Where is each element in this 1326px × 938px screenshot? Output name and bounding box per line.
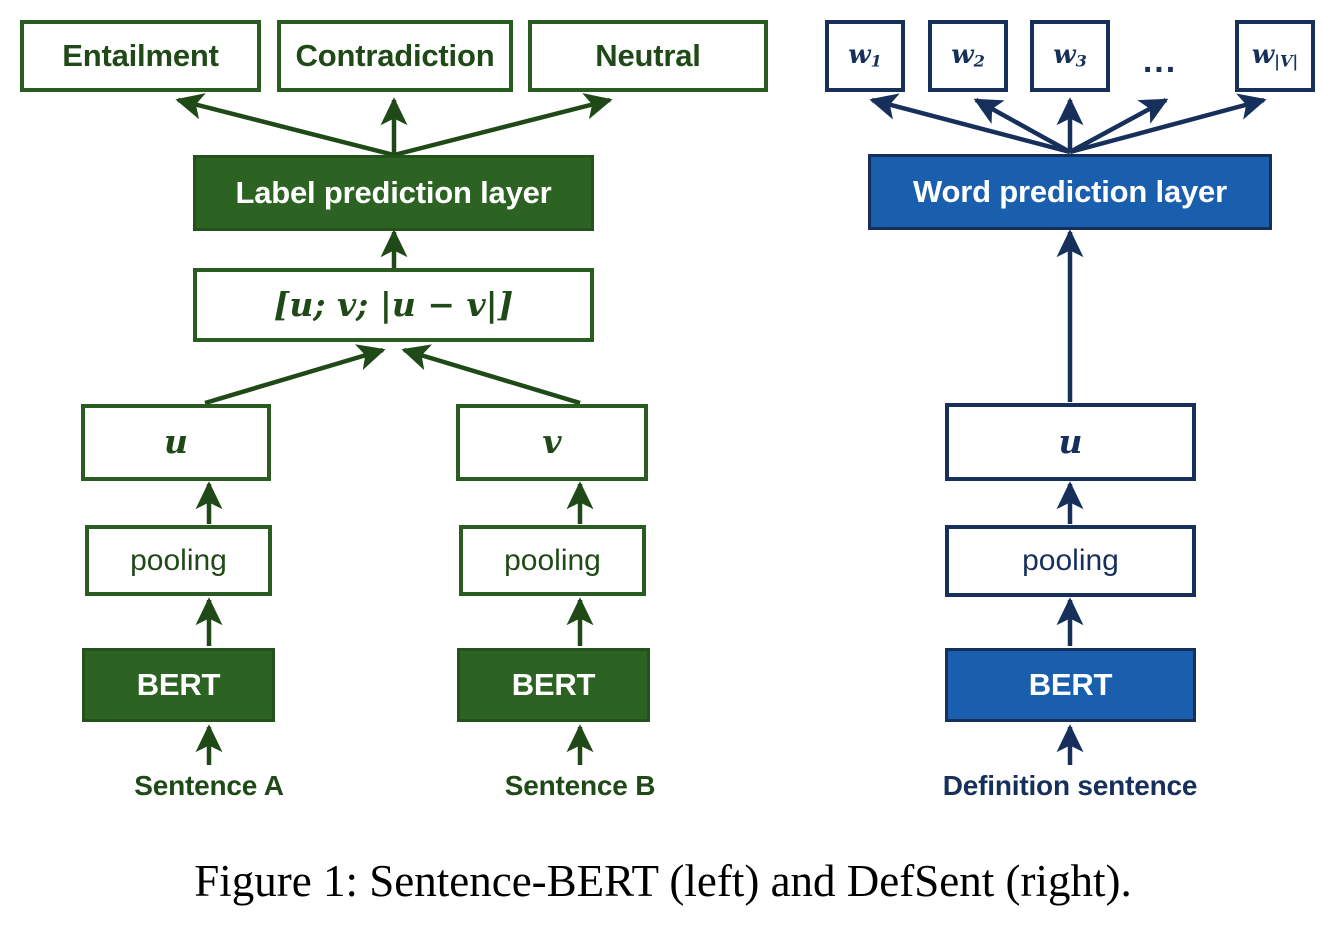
feature-vector-box[interactable]: [u; v; |u − v|] — [193, 268, 594, 342]
pooling-box-definition-text: pooling — [1022, 544, 1119, 578]
output-label-contradiction[interactable]: Contradiction — [277, 20, 513, 92]
bert-encoder-b[interactable]: BERT — [457, 648, 650, 722]
pooling-box-definition[interactable]: pooling — [945, 525, 1196, 597]
embedding-u-right-text: u — [1058, 421, 1083, 461]
vocab-item-wv[interactable]: w|V| — [1235, 20, 1315, 92]
output-label-neutral-text: Neutral — [595, 37, 701, 73]
embedding-u-box-right[interactable]: u — [945, 403, 1196, 481]
vocab-ellipsis: ... — [1142, 42, 1178, 81]
word-prediction-layer[interactable]: Word prediction layer — [868, 154, 1272, 230]
arrow-group-label-fanout — [175, 93, 613, 158]
arrow-group-word-fanout — [869, 93, 1267, 155]
embedding-v-text: v — [542, 422, 562, 462]
vocab-item-w2[interactable]: w2 — [928, 20, 1008, 92]
embedding-v-box[interactable]: v — [456, 404, 648, 481]
vocab-item-w3[interactable]: w3 — [1030, 20, 1110, 92]
input-label-sentence-a: Sentence A — [134, 770, 284, 801]
vocab-item-wv-text: w|V| — [1251, 39, 1299, 71]
bert-encoder-a[interactable]: BERT — [82, 648, 275, 722]
pooling-box-a[interactable]: pooling — [85, 525, 272, 596]
arrow-group-bert-to-pooling — [195, 597, 594, 646]
bert-encoder-a-text: BERT — [136, 666, 221, 702]
pooling-box-b-text: pooling — [504, 543, 601, 577]
vocab-item-w1-text: w1 — [848, 39, 882, 71]
output-label-entailment[interactable]: Entailment — [20, 20, 261, 92]
input-label-definition-sentence: Definition sentence — [942, 770, 1198, 801]
embedding-u-text: u — [164, 422, 188, 462]
pooling-box-a-text: pooling — [130, 543, 227, 577]
embedding-u-box[interactable]: u — [81, 404, 271, 481]
arrow-group-uv-to-features — [204, 344, 581, 406]
figure-caption: Figure 1: Sentence-BERT (left) and DefSe… — [194, 856, 1132, 906]
output-label-neutral[interactable]: Neutral — [528, 20, 768, 92]
bert-encoder-b-text: BERT — [511, 666, 596, 702]
output-label-contradiction-text: Contradiction — [295, 37, 495, 73]
label-prediction-layer-text: Label prediction layer — [235, 174, 552, 210]
feature-vector-text: [u; v; |u − v|] — [273, 284, 514, 324]
pooling-box-b[interactable]: pooling — [459, 525, 646, 596]
output-label-entailment-text: Entailment — [62, 37, 219, 73]
input-label-sentence-b: Sentence B — [504, 770, 656, 801]
word-prediction-layer-text: Word prediction layer — [913, 173, 1227, 209]
bert-encoder-definition[interactable]: BERT — [945, 648, 1196, 722]
label-prediction-layer[interactable]: Label prediction layer — [193, 155, 594, 231]
vocab-item-w2-text: w2 — [951, 39, 985, 71]
vocab-item-w3-text: w3 — [1053, 39, 1087, 71]
arrow-group-pooling-to-embedding — [195, 481, 594, 524]
vocab-item-w1[interactable]: w1 — [825, 20, 905, 92]
arrow-group-input-to-bert — [195, 724, 594, 765]
bert-encoder-definition-text: BERT — [1028, 666, 1113, 702]
